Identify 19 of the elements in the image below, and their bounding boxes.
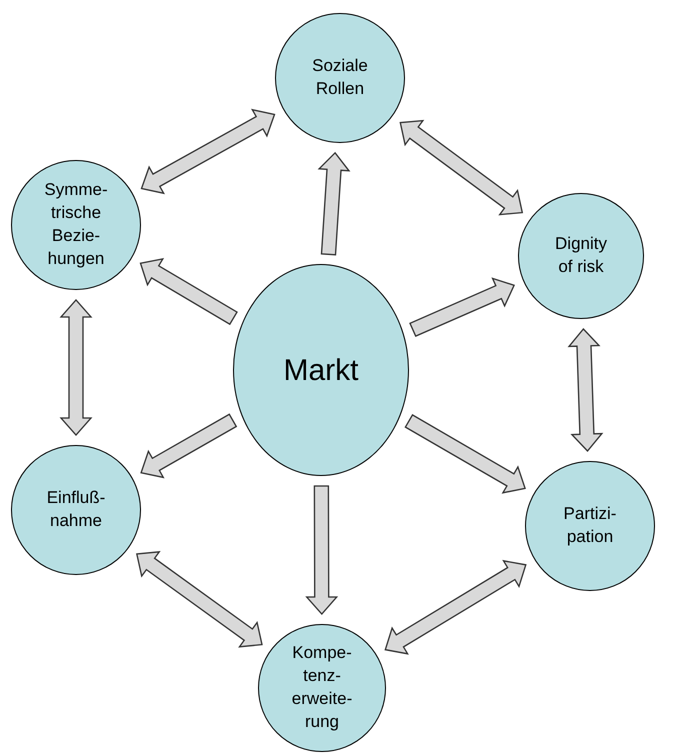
block-arrow bbox=[318, 152, 350, 256]
node-label: Markt bbox=[284, 352, 358, 388]
block-arrow bbox=[140, 413, 238, 478]
node-label: Partizi- pation bbox=[564, 503, 616, 548]
block-arrow bbox=[409, 277, 515, 337]
block-arrow bbox=[404, 414, 526, 494]
block-arrow bbox=[136, 551, 263, 648]
node-label: Kompe- tenz- erweite- rung bbox=[292, 642, 352, 733]
block-arrow bbox=[60, 299, 92, 436]
node-label: Einfluß- nahme bbox=[46, 487, 106, 532]
block-arrow bbox=[305, 485, 338, 615]
block-arrow bbox=[384, 560, 527, 655]
block-arrow bbox=[140, 258, 238, 326]
node-label: Soziale Rollen bbox=[312, 55, 368, 100]
block-arrow bbox=[400, 120, 524, 216]
block-arrow bbox=[568, 328, 604, 452]
node-label: Dignity of risk bbox=[555, 233, 607, 278]
node-label: Symme- trische Bezie- hungen bbox=[44, 179, 108, 270]
block-arrow bbox=[140, 108, 276, 194]
